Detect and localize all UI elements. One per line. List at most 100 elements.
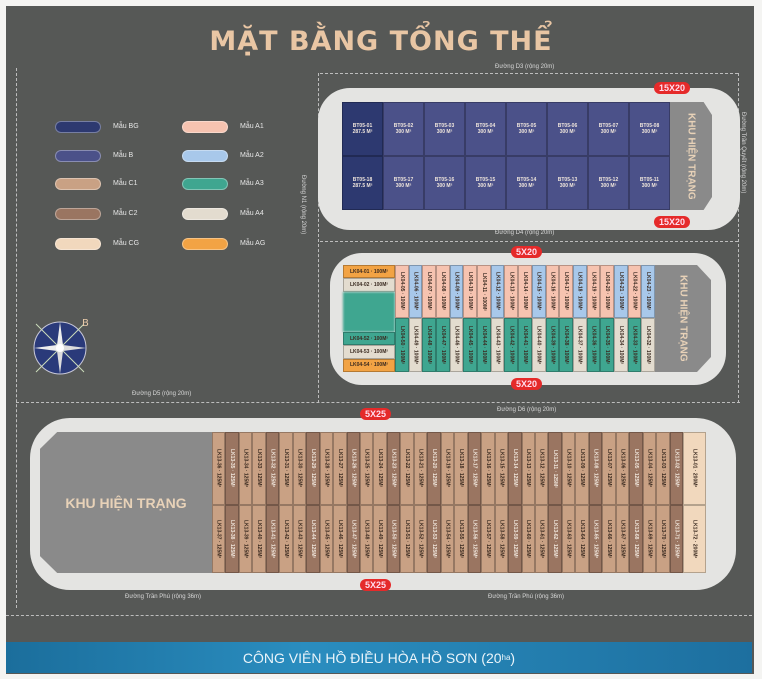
lot-label: LK04-01 · 100M² (349, 268, 389, 275)
lot-label: LK13-44 · 125M² (309, 519, 316, 559)
lot-label: LK13-35 · 125M² (229, 449, 236, 488)
lot-label: LK13-70 · 125M² (659, 519, 666, 559)
lot-label: LK13-46 · 125M² (336, 519, 343, 559)
lot: LK13-17 · 125M² (467, 432, 482, 505)
lot: LK13-28 · 125M² (319, 432, 334, 505)
lot: LK13-52 · 125M² (413, 505, 428, 573)
lot-label: LK04-14 · 100M² (521, 272, 528, 311)
lot-label: LK13-23 · 125M² (390, 449, 397, 488)
lot: LK04-16 · 100M² (545, 265, 560, 318)
lot: LK04-54 · 100M² (343, 358, 395, 372)
lot: LK04-21 · 100M² (613, 265, 628, 318)
lot-label: LK04-15 · 100M² (535, 272, 542, 311)
legend-swatch (55, 150, 101, 162)
lot: LK04-40 · 100M² (531, 318, 546, 372)
lot-label: LK13-03 · 125M² (659, 449, 666, 488)
lot: LK13-71 · 125M² (669, 505, 683, 573)
lot-label: LK04-54 · 100M² (349, 362, 389, 369)
lot-label: LK04-46 · 100M² (453, 325, 460, 365)
lot-label: LK04-44 · 100M² (480, 325, 487, 365)
legend-swatch (55, 208, 101, 220)
lot-label: LK04-07 · 100M² (426, 272, 433, 311)
lot-label: LK13-22 · 125M² (404, 449, 411, 488)
lot: LK04-18 · 100M² (572, 265, 587, 318)
lot-label: LK04-45 · 100M² (467, 325, 474, 365)
lot-label: LK13-07 · 125M² (605, 449, 612, 488)
lot-label: LK13-16 · 125M² (484, 449, 491, 488)
lot-label: LK13-52 · 125M² (417, 519, 424, 559)
park-unit: ha (501, 653, 511, 662)
lot: LK13-14 · 125M² (508, 432, 522, 505)
lot: LK13-23 · 125M² (386, 432, 401, 505)
lot: LK13-15 · 125M² (494, 432, 509, 505)
lot: LK13-54 · 125M² (440, 505, 455, 573)
lot: LK04-36 · 100M² (586, 318, 601, 372)
lot-label: LK13-11 · 125M² (552, 449, 559, 488)
legend-swatch (55, 238, 101, 250)
lot: LK04-46 · 100M² (449, 318, 464, 372)
lot: LK13-68 · 125M² (629, 505, 643, 573)
lot: LK13-25 · 125M² (360, 432, 374, 505)
lot: LK13-57 · 125M² (481, 505, 495, 573)
lot-label: LK04-35 · 100M² (604, 325, 611, 365)
lot: LK13-33 · 125M² (252, 432, 266, 505)
lot-label: LK13-63 · 125M² (565, 519, 572, 559)
lot: LK13-62 · 125M² (548, 505, 562, 573)
lot-label: LK13-25 · 125M² (363, 449, 370, 488)
lot: LK04-05 · 100M² (395, 265, 409, 318)
lot: LK13-48 · 125M² (360, 505, 374, 573)
lot: LK13-37 · 125M² (212, 505, 226, 573)
lot: LK04-39 · 100M² (545, 318, 560, 372)
lot: LK04-52 · 100M² (343, 332, 395, 346)
road-line (16, 68, 17, 608)
lot: LK13-29 · 125M² (306, 432, 320, 505)
dimension-badge: 5X20 (511, 246, 543, 258)
dimension-badge: 15X20 (654, 82, 691, 94)
lot-label: LK13-67 · 125M² (619, 519, 626, 559)
park-close: ) (510, 649, 516, 666)
lot: LK13-66 · 125M² (602, 505, 616, 573)
lot-label: LK13-69 · 125M² (646, 519, 653, 559)
lot-label: LK13-17 · 125M² (471, 449, 478, 488)
lot: LK04-23 · 100M² (641, 265, 655, 318)
dimension-badge: 5X20 (511, 378, 543, 390)
lot-label: LK13-32 · 125M² (269, 449, 276, 488)
lot: LK13-53 · 125M² (427, 505, 441, 573)
lot: LK13-11 · 125M² (548, 432, 562, 505)
lot: LK13-69 · 125M² (642, 505, 657, 573)
lot: LK13-40 · 125M² (252, 505, 266, 573)
lot-label: LK13-43 · 125M² (296, 519, 303, 559)
lot: LK04-19 · 100M² (586, 265, 601, 318)
lot-label: LK13-08 · 125M² (592, 449, 599, 488)
road-label-d3: Đường D3 (rộng 20m) (495, 64, 555, 70)
lot: LK13-34 · 125M² (238, 432, 253, 505)
lot: LK13-30 · 125M² (292, 432, 307, 505)
lot: LK04-37 · 100M² (572, 318, 587, 372)
lot: LK13-60 · 125M² (521, 505, 535, 573)
lot: LK13-49 · 125M² (373, 505, 387, 573)
lot-label: LK13-01 · 200M² (691, 449, 698, 488)
lot: LK04-43 · 100M² (490, 318, 505, 372)
lot-label: LK13-21 · 125M² (417, 449, 424, 488)
lot-label: LK13-33 · 125M² (256, 449, 263, 488)
lot-label: LK04-43 · 100M² (494, 325, 501, 365)
park-name: CÔNG VIÊN HỒ ĐIỀU HÒA HỒ SƠN (20 (242, 649, 502, 666)
lot: LK04-12 · 100M² (490, 265, 505, 318)
lot: LK13-02 · 125M² (669, 432, 683, 505)
lot: LK13-12 · 125M² (534, 432, 549, 505)
lot-label: LK13-57 · 125M² (484, 519, 491, 559)
legend-label: Mẫu A1 (240, 123, 264, 130)
lot-label: LK13-68 · 125M² (632, 519, 639, 559)
lot-label: LK04-11 · 100M² (480, 272, 487, 311)
lot-label: LK04-16 · 100M² (549, 272, 556, 311)
lot: LK04-53 · 100M² (343, 345, 395, 359)
legend-label: Mẫu BG (113, 123, 139, 130)
